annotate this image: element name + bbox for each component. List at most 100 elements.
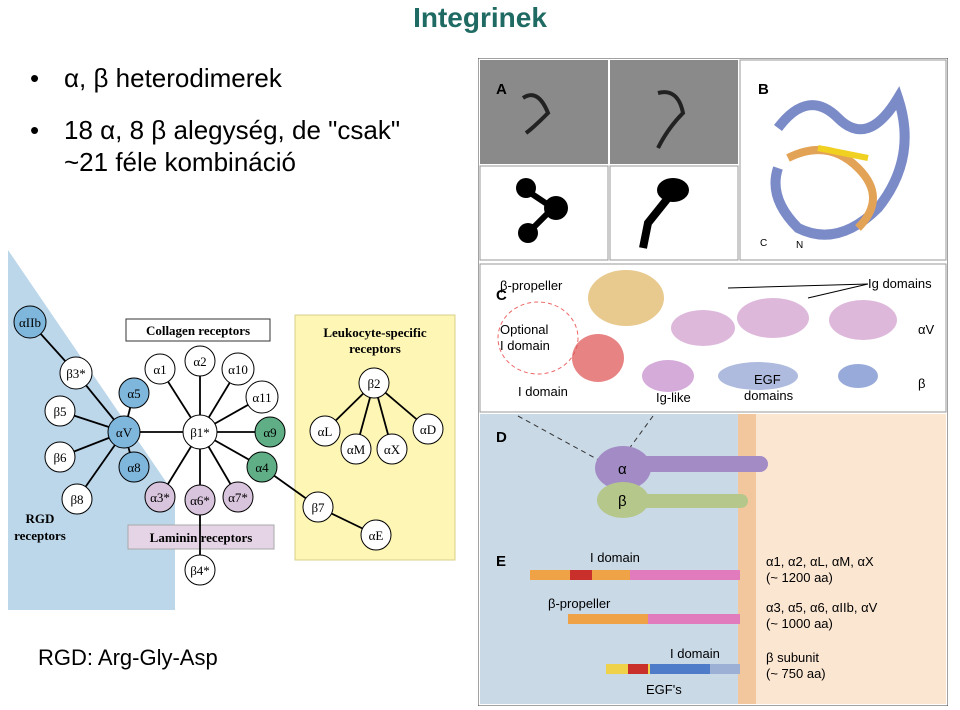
rgd-label-line2: receptors — [14, 528, 66, 543]
svg-text:α5: α5 — [127, 386, 140, 401]
node-alpha-11: α11 — [245, 380, 279, 414]
svg-text:I domain: I domain — [670, 646, 720, 661]
collagen-label: Collagen receptors — [146, 323, 250, 338]
svg-text:I domain: I domain — [518, 384, 568, 399]
laminin-region — [127, 524, 275, 550]
svg-text:D: D — [496, 429, 507, 446]
node-alpha-5: α5 — [118, 377, 150, 409]
node-alpha-7: α7* — [222, 481, 254, 513]
integrin-structure-figure: A B C N C β-propeller Optional I domain … — [478, 58, 948, 706]
bullet-text: α, β heterodimerek — [64, 63, 282, 93]
svg-text:α: α — [618, 461, 627, 478]
svg-text:Ig domains: Ig domains — [868, 276, 932, 291]
bullet-item: • 18 α, 8 β alegység, de "csak" ~21 féle… — [30, 114, 470, 178]
node-beta-2: β2 — [358, 367, 390, 399]
node-alpha-IIb: αIIb — [13, 305, 47, 339]
bullet-marker: • — [30, 63, 40, 93]
svg-text:β7: β7 — [311, 500, 325, 515]
svg-text:domains: domains — [744, 388, 794, 403]
svg-text:α3*: α3* — [150, 490, 170, 505]
node-alpha-4: α4 — [246, 451, 278, 483]
node-alpha-6: α6* — [184, 484, 216, 516]
svg-text:β8: β8 — [70, 492, 83, 507]
node-beta-5: β5 — [44, 395, 76, 427]
bullet-text-line2: ~21 féle kombináció — [64, 147, 296, 177]
node-alpha-E: αE — [360, 519, 392, 551]
svg-text:αE: αE — [369, 528, 384, 543]
svg-text:α3, α5, α6, αIIb, αV: α3, α5, α6, αIIb, αV — [766, 600, 878, 615]
svg-text:β: β — [918, 376, 925, 391]
node-alpha-D: αD — [412, 413, 444, 445]
svg-text:αIIb: αIIb — [19, 315, 41, 330]
svg-text:C: C — [760, 238, 767, 249]
svg-text:I domain: I domain — [500, 338, 550, 353]
node-alpha-2: α2 — [184, 345, 216, 377]
svg-text:β subunit: β subunit — [766, 650, 819, 665]
svg-text:N: N — [796, 240, 803, 251]
panel-c: C β-propeller Optional I domain I domain… — [479, 263, 947, 413]
slide-title: Integrinek — [413, 2, 547, 33]
node-alpha-8: α8 — [118, 451, 150, 483]
node-beta-8: β8 — [61, 483, 93, 515]
svg-text:β2: β2 — [367, 376, 380, 391]
node-alpha-3: α3* — [144, 481, 176, 513]
svg-text:β: β — [618, 493, 627, 510]
svg-text:α4: α4 — [255, 460, 269, 475]
svg-text:C: C — [496, 287, 507, 304]
svg-text:α7*: α7* — [228, 490, 248, 505]
svg-text:α1, α2, αL, αM, αX: α1, α2, αL, αM, αX — [766, 554, 874, 569]
svg-text:I domain: I domain — [590, 550, 640, 565]
node-alpha-V: αV — [107, 415, 141, 449]
svg-text:β-propeller: β-propeller — [500, 278, 563, 293]
node-beta-1: β1* — [182, 414, 218, 450]
svg-text:Ig-like: Ig-like — [656, 390, 691, 405]
svg-text:(~ 1000 aa): (~ 1000 aa) — [766, 616, 833, 631]
node-alpha-X: αX — [376, 433, 408, 465]
svg-text:β1*: β1* — [190, 425, 210, 440]
svg-text:αD: αD — [420, 422, 436, 437]
svg-text:Optional: Optional — [500, 322, 549, 337]
node-beta-3: β3* — [59, 356, 93, 390]
svg-text:B: B — [758, 81, 769, 98]
node-alpha-9: α9 — [254, 416, 286, 448]
svg-text:β4*: β4* — [190, 563, 210, 578]
svg-text:α11: α11 — [252, 390, 271, 405]
node-beta-6: β6 — [44, 441, 76, 473]
node-alpha-L: αL — [309, 415, 341, 447]
leukocyte-label-line1: Leukocyte-specific — [323, 325, 426, 340]
panel-b: B C N — [739, 59, 947, 261]
svg-text:β5: β5 — [53, 404, 66, 419]
svg-text:α2: α2 — [193, 354, 206, 369]
svg-text:αX: αX — [384, 442, 401, 457]
laminin-label: Laminin receptors — [150, 530, 253, 545]
svg-text:(~ 750 aa): (~ 750 aa) — [766, 666, 826, 681]
svg-text:αL: αL — [318, 424, 333, 439]
svg-text:αM: αM — [347, 442, 366, 457]
svg-text:α6*: α6* — [190, 493, 210, 508]
node-alpha-M: αM — [340, 433, 372, 465]
svg-text:E: E — [496, 553, 506, 570]
svg-text:β3*: β3* — [66, 366, 86, 381]
leukocyte-label-line2: receptors — [349, 341, 401, 356]
node-beta-4: β4* — [184, 554, 216, 586]
svg-text:β6: β6 — [53, 450, 67, 465]
node-alpha-1: α1 — [144, 353, 176, 385]
svg-text:α8: α8 — [127, 460, 140, 475]
svg-text:EGF: EGF — [754, 372, 781, 387]
rgd-label-line1: RGD — [26, 511, 55, 526]
collagen-region — [125, 318, 271, 342]
integrin-network-diagram: αIIb β3* β5 β6 β8 αV α5 α8 β1* α1 α2 α10… — [8, 250, 456, 610]
bullet-marker: • — [30, 115, 40, 145]
rgd-region — [8, 250, 175, 610]
svg-text:EGF's: EGF's — [646, 682, 682, 697]
node-alpha-10: α10 — [221, 352, 255, 386]
panel-d-e: D α β E I domain β-propeller I domain EG… — [480, 414, 946, 704]
bullet-list: • α, β heterodimerek • 18 α, 8 β alegysé… — [30, 62, 470, 198]
rgd-footnote: RGD: Arg-Gly-Asp — [38, 645, 218, 670]
svg-text:β-propeller: β-propeller — [548, 596, 611, 611]
svg-text:α1: α1 — [153, 362, 166, 377]
svg-text:αV: αV — [918, 322, 935, 337]
network-nodes: αIIb β3* β5 β6 β8 αV α5 α8 β1* α1 α2 α10… — [13, 305, 444, 586]
svg-text:α10: α10 — [228, 362, 248, 377]
bullet-item: • α, β heterodimerek — [30, 62, 470, 94]
